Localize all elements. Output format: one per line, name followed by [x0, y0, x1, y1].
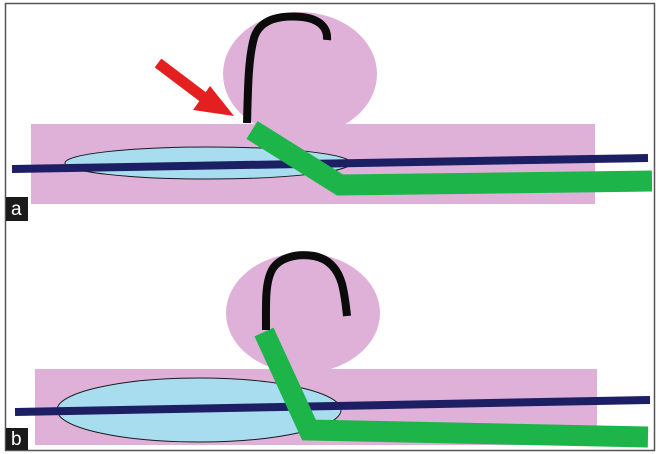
panel-label-text: a	[11, 199, 22, 220]
tissue-bulge	[226, 253, 380, 373]
panel-b-label: b	[6, 428, 28, 450]
panel-label-text: b	[11, 429, 22, 450]
panel-a-label: a	[6, 197, 28, 221]
